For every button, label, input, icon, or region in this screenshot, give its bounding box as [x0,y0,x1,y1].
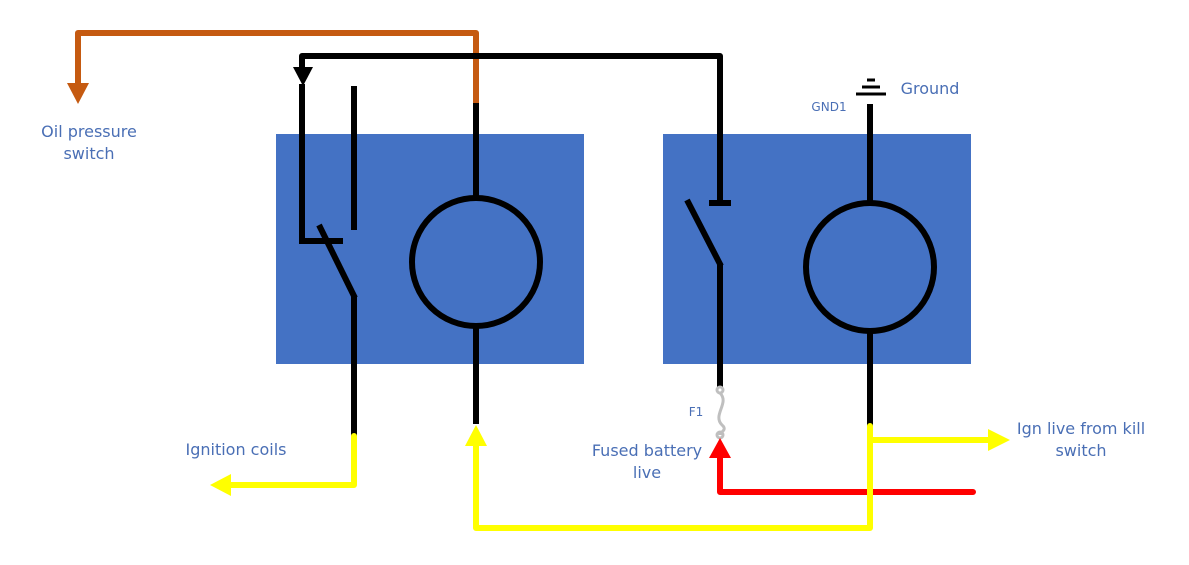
relay-2-coil [803,104,937,426]
oil-pressure-wire [75,30,479,103]
ignition-coils-label: Ignition coils [185,440,287,459]
relay-1-switch [299,84,358,436]
fused-battery-wire [717,452,976,495]
control-wire-arrow-icon [293,67,313,86]
ign-live-label-line1: Ign live from kill [1016,419,1146,438]
fused-battery-label: Fused battery live [588,440,706,484]
control-wire-black [299,53,723,204]
fused-battery-arrow-icon [709,438,731,458]
oil-pressure-label-line2: switch [63,144,115,163]
coil-feed-arrow-icon [465,425,487,446]
ign-live-label: Ign live from kill switch [1010,418,1152,462]
oil-pressure-label: Oil pressure switch [30,121,148,165]
gnd-ref-label: GND1 [811,100,847,114]
ignition-coils-arrow-icon [210,474,231,496]
oil-pressure-label-line1: Oil pressure [41,122,137,141]
fused-battery-label-line1: Fused battery [591,441,703,460]
ground-label: Ground [900,79,960,98]
ign-live-label-line2: switch [1055,441,1107,460]
ign-live-arrow-icon [988,429,1010,451]
ignition-coils-wire [225,433,357,488]
ign-live-wire [473,423,995,531]
ground-icon [856,78,886,96]
fuse-ref-label: F1 [688,405,704,419]
oil-pressure-arrow-icon [67,83,89,104]
relay-1-body [276,134,584,364]
fuse-icon [715,385,726,440]
relay-1-coil [409,103,543,424]
fused-battery-label-line2: live [632,463,662,482]
relay-2-switch [684,198,731,387]
